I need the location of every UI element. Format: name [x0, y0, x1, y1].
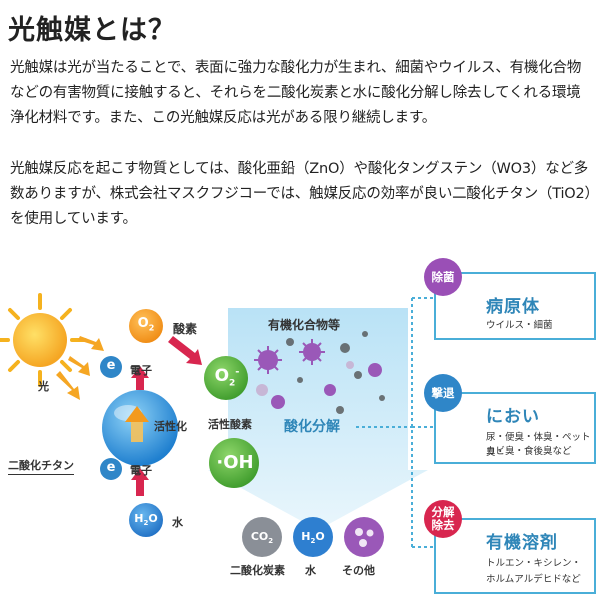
diagram-graphics: [0, 293, 434, 557]
water-label-input: 水: [172, 516, 183, 529]
badge-sterilize: 除菌: [424, 258, 462, 296]
card-solvents: 有機溶剤 トルエン・キシレン・ ホルムアルデヒドなど: [434, 518, 596, 594]
oxygen-formula: O2: [137, 316, 155, 333]
card-solvents-sub1: トルエン・キシレン・: [486, 558, 582, 569]
light-arrows: [56, 336, 104, 400]
water-molecule-input: [129, 503, 163, 537]
oxygen-molecule: [129, 309, 163, 343]
hydroxyl-radical: [209, 438, 259, 488]
electron-label-bottom: 電子: [130, 464, 152, 477]
sun-icon: [0, 293, 87, 387]
pollutant-particles: [254, 331, 385, 414]
connector-lines: [356, 297, 434, 548]
organic-compounds-label: 有機化合物等: [268, 318, 341, 332]
electron-bottom: [100, 458, 122, 480]
output-co2-circle: [242, 517, 282, 557]
activation-arrow: [125, 406, 149, 442]
card-odor-sub1: 尿・便臭・体臭・ペット臭・: [486, 432, 591, 458]
tio2-label: 二酸化チタン: [8, 457, 74, 475]
card-odor-sub2: カビ臭・食後臭など: [486, 446, 572, 457]
photocatalyst-diagram: 光 O2 酸素 e 電子 活性化 二酸化チタン e 電子 H2O 水 O2- 活…: [0, 250, 600, 600]
red-arrows: [131, 336, 202, 496]
superoxide-formula: O2-: [214, 366, 240, 389]
output-h2o-label: 水: [305, 564, 316, 577]
oxygen-label: 酸素: [173, 322, 198, 336]
card-solvents-title: 有機溶剤: [486, 533, 558, 553]
electron-label-top: 電子: [130, 364, 152, 377]
card-solvents-sub2: ホルムアルデヒドなど: [486, 574, 581, 585]
description-paragraph-1: 光触媒は光が当たることで、表面に強力な酸化力が生まれ、細菌やウイルス、有機化合物…: [10, 60, 582, 126]
badge-repel: 撃退: [424, 374, 462, 412]
electron-symbol-bottom: e: [106, 460, 116, 475]
output-co2-label: 二酸化炭素: [230, 564, 285, 577]
hydroxyl-formula: ·OH: [216, 452, 254, 473]
card-pathogens-title: 病原体: [486, 297, 540, 317]
card-pathogens-sub1: ウイルス・細菌: [486, 320, 553, 331]
description-paragraph-2: 光触媒反応を起こす物質としては、酸化亜鉛（ZnO）や酸化タングステン（WO3）な…: [10, 161, 592, 227]
output-other-circle: [344, 517, 384, 557]
electron-symbol-top: e: [106, 358, 116, 373]
superoxide-radical: [204, 356, 248, 400]
water-formula-input: H2O: [134, 512, 158, 528]
card-pathogens: 病原体 ウイルス・細菌: [434, 272, 596, 340]
output-other-label: その他: [342, 564, 375, 577]
badge-decompose: 分解 除去: [424, 500, 462, 538]
electron-top: [100, 356, 122, 378]
oxidation-label: 酸化分解: [284, 419, 340, 435]
output-h2o-formula: H2O: [301, 530, 325, 546]
page-title: 光触媒とは？: [8, 15, 176, 46]
output-h2o-circle: [293, 517, 333, 557]
card-odor-title: におい: [486, 407, 540, 427]
card-odor: におい 尿・便臭・体臭・ペット臭・ カビ臭・食後臭など: [434, 392, 596, 464]
light-label: 光: [38, 380, 49, 393]
active-oxygen-label: 活性酸素: [208, 418, 252, 431]
output-co2-formula: CO2: [250, 530, 274, 546]
activation-label: 活性化: [154, 420, 187, 433]
